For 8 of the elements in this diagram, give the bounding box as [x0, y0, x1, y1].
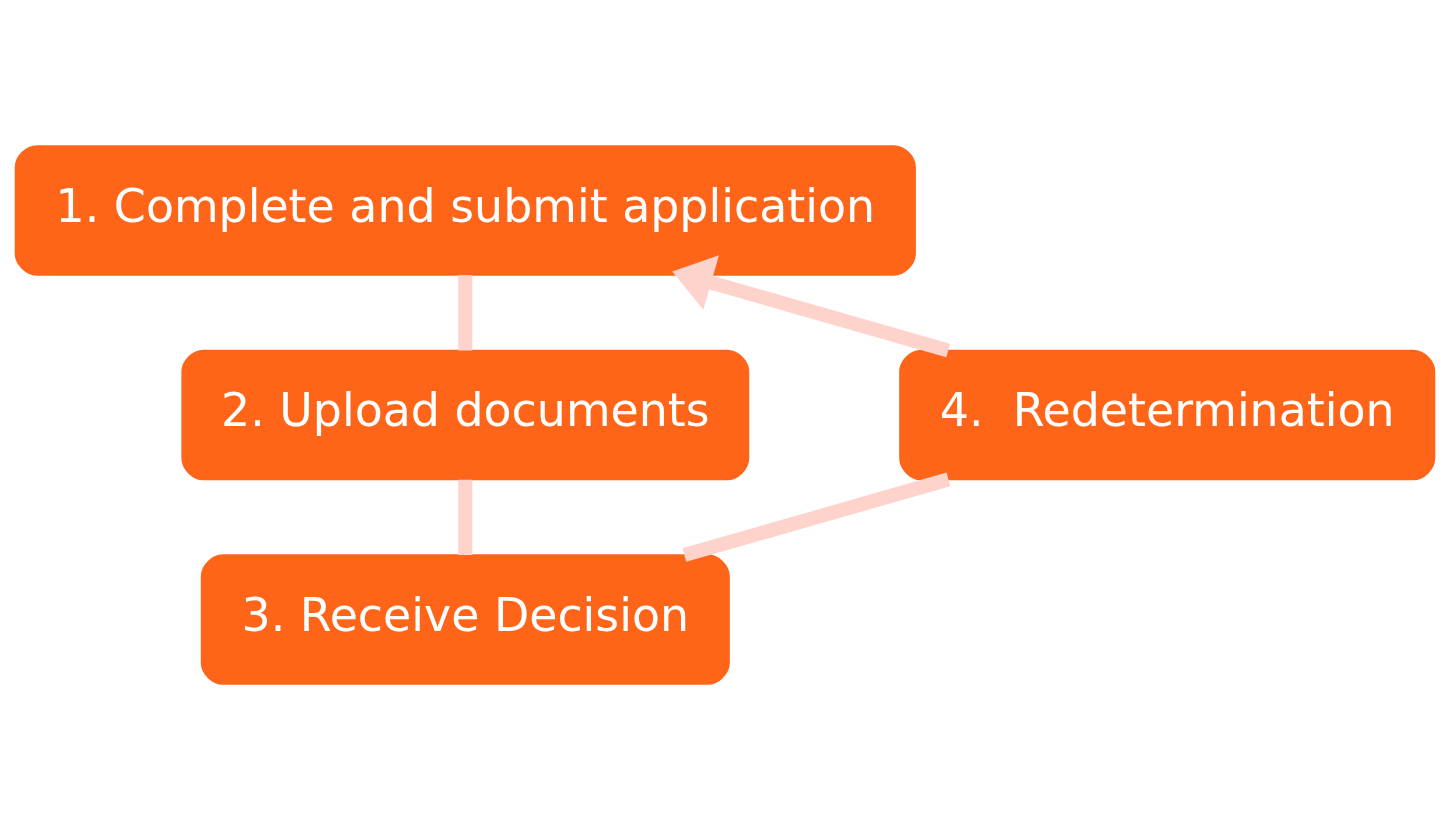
- node-box: 1. Complete and submit application: [14, 145, 916, 276]
- connector: [458, 275, 473, 351]
- arrow: [672, 255, 951, 358]
- node-box: 3. Receive Decision: [200, 554, 730, 685]
- node-box: 4. Redetermination: [899, 349, 1436, 481]
- connector: [682, 472, 951, 562]
- node-box: 2. Upload documents: [181, 349, 750, 481]
- connector: [458, 479, 473, 555]
